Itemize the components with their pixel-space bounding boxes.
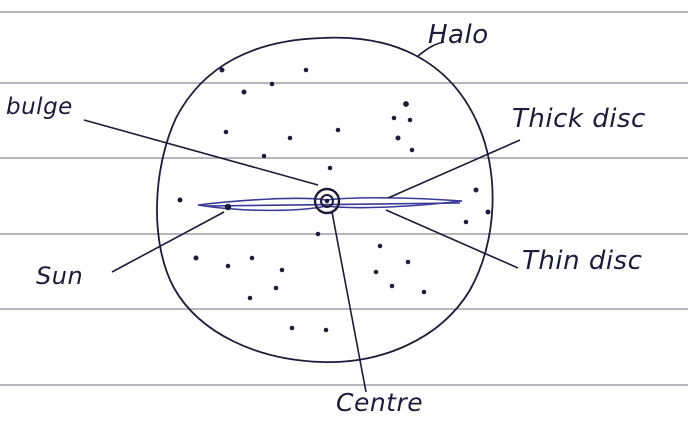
sun-marker (225, 204, 231, 210)
pointer-lines (84, 42, 520, 392)
halo-star (274, 286, 277, 289)
label-bulge: bulge (6, 94, 73, 120)
label-sun: Sun (36, 262, 83, 290)
halo-star (304, 68, 307, 71)
halo-star (280, 268, 283, 271)
halo-star (406, 260, 409, 263)
halo-star (224, 130, 227, 133)
halo-star (408, 118, 411, 121)
halo-star (396, 136, 400, 140)
halo-star (464, 220, 467, 223)
halo-star (290, 326, 293, 329)
halo-star (270, 82, 273, 85)
label-halo: Halo (428, 20, 489, 50)
halo-star (378, 244, 381, 247)
halo-star (324, 328, 327, 331)
label-centre: Centre (336, 388, 423, 417)
centre-point (325, 199, 329, 203)
halo-star (194, 256, 198, 260)
halo-star (178, 198, 182, 202)
halo-star (226, 264, 229, 267)
halo-star (262, 154, 265, 157)
thick-disc-pointer (388, 140, 520, 198)
halo-star (422, 290, 425, 293)
halo-star (410, 148, 413, 151)
galactic-disc (198, 198, 462, 211)
halo-star (220, 68, 224, 72)
halo-star (486, 210, 490, 214)
sun-pointer (112, 212, 224, 272)
label-thick-disc: Thick disc (512, 104, 646, 134)
halo-star (316, 232, 319, 235)
label-thin-disc: Thin disc (522, 246, 642, 276)
halo-star (390, 284, 393, 287)
centre-pointer (332, 212, 366, 392)
halo-star (242, 90, 246, 94)
halo-star (288, 136, 291, 139)
halo-star (328, 166, 331, 169)
halo-star (404, 102, 408, 106)
thin-disc-pointer (386, 210, 518, 268)
halo-star (336, 128, 339, 131)
halo-star (392, 116, 395, 119)
bulge-pointer (84, 120, 318, 185)
halo-star (474, 188, 478, 192)
galactic-bulge (315, 189, 339, 213)
halo-star (250, 256, 253, 259)
halo-star (374, 270, 377, 273)
halo-star (248, 296, 251, 299)
